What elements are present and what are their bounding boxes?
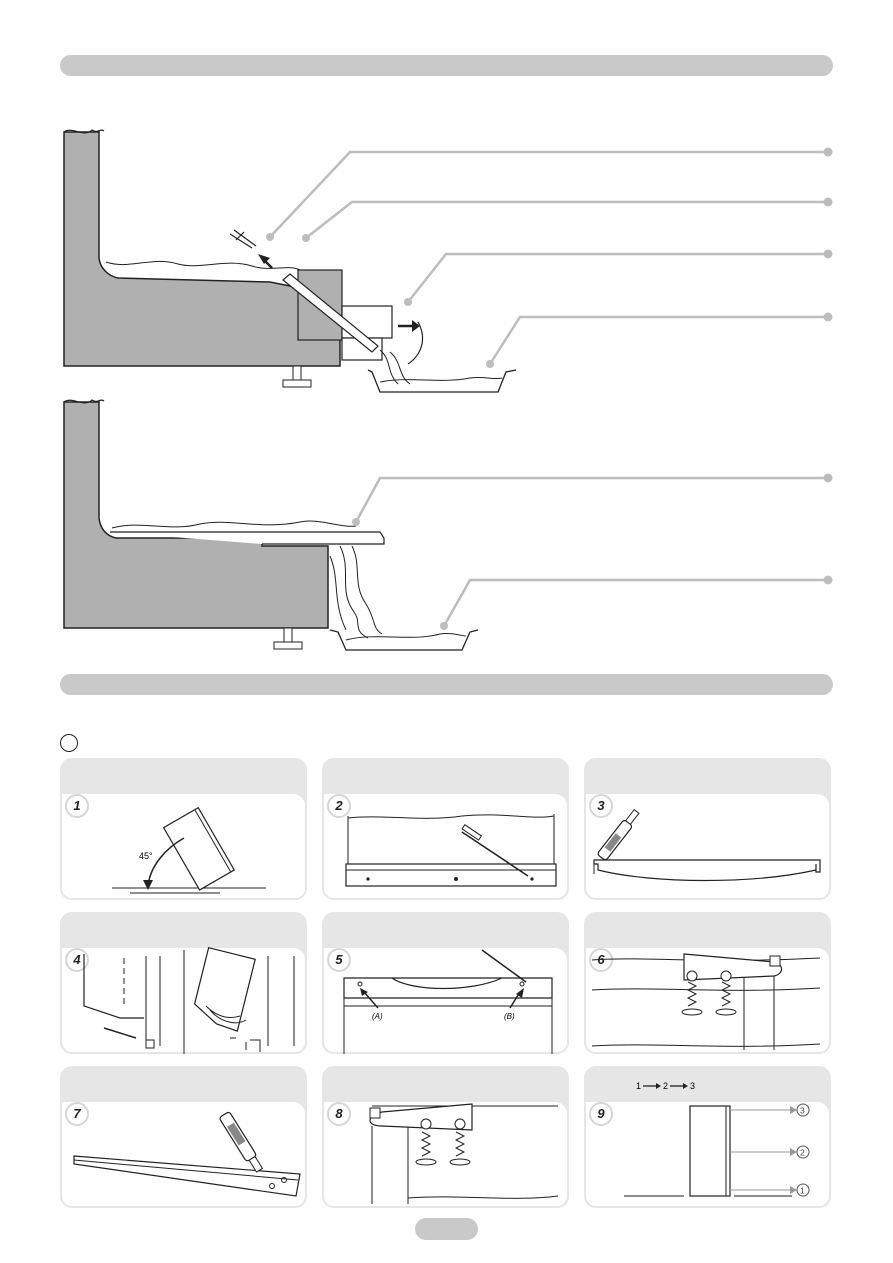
step-number: 3 [589, 794, 613, 818]
position-marker-1: 1 [800, 1186, 805, 1196]
section-header-bar-top [60, 55, 833, 76]
step-panel-3: 3 [584, 758, 831, 900]
defrost-diagram-upper [63, 129, 833, 393]
step-panel-6: 6 [584, 912, 831, 1054]
defrost-diagram-lower [63, 399, 833, 651]
step-panel-1: 1 45° [60, 758, 307, 900]
step-2-illustration [345, 814, 557, 887]
position-marker-2: 2 [800, 1148, 805, 1158]
step-6-illustration [591, 953, 821, 1050]
sequence-step-1: 1 [636, 1081, 641, 1091]
sequence-step-3: 3 [690, 1081, 695, 1091]
step-5-illustration: (A) (B) [343, 949, 553, 1054]
sequence-step-2: 2 [663, 1081, 668, 1091]
step-3-illustration [593, 808, 821, 882]
step-number: 2 [327, 794, 351, 818]
step-number: 1 [65, 794, 89, 818]
step-7-illustration [73, 1111, 301, 1197]
step-number: 9 [589, 1102, 613, 1126]
step-number: 4 [65, 948, 89, 972]
step-panel-8: 8 [322, 1066, 569, 1208]
section-header-bar-middle [60, 674, 833, 695]
label-b: (B) [504, 1012, 515, 1021]
label-a: (A) [372, 1012, 383, 1021]
position-marker-3: 3 [800, 1106, 805, 1116]
step-panel-7: 7 [60, 1066, 307, 1208]
step-8-illustration [369, 1103, 559, 1204]
section-marker-circle [60, 734, 78, 752]
page-number-pill [415, 1218, 478, 1240]
angle-label: 45° [139, 851, 153, 861]
step-number: 5 [327, 948, 351, 972]
step-number: 8 [327, 1102, 351, 1126]
step-1-illustration: 45° [112, 806, 266, 894]
step-number: 7 [65, 1102, 89, 1126]
step-panel-9: 9 1 2 3 3 2 1 [584, 1066, 831, 1208]
step-9-illustration: 1 2 3 3 2 1 [624, 1081, 810, 1197]
step-4-illustration [83, 946, 295, 1054]
step-panel-4: 4 [60, 912, 307, 1054]
step-panel-2: 2 [322, 758, 569, 900]
step-panel-5: 5 (A) (B) [322, 912, 569, 1054]
